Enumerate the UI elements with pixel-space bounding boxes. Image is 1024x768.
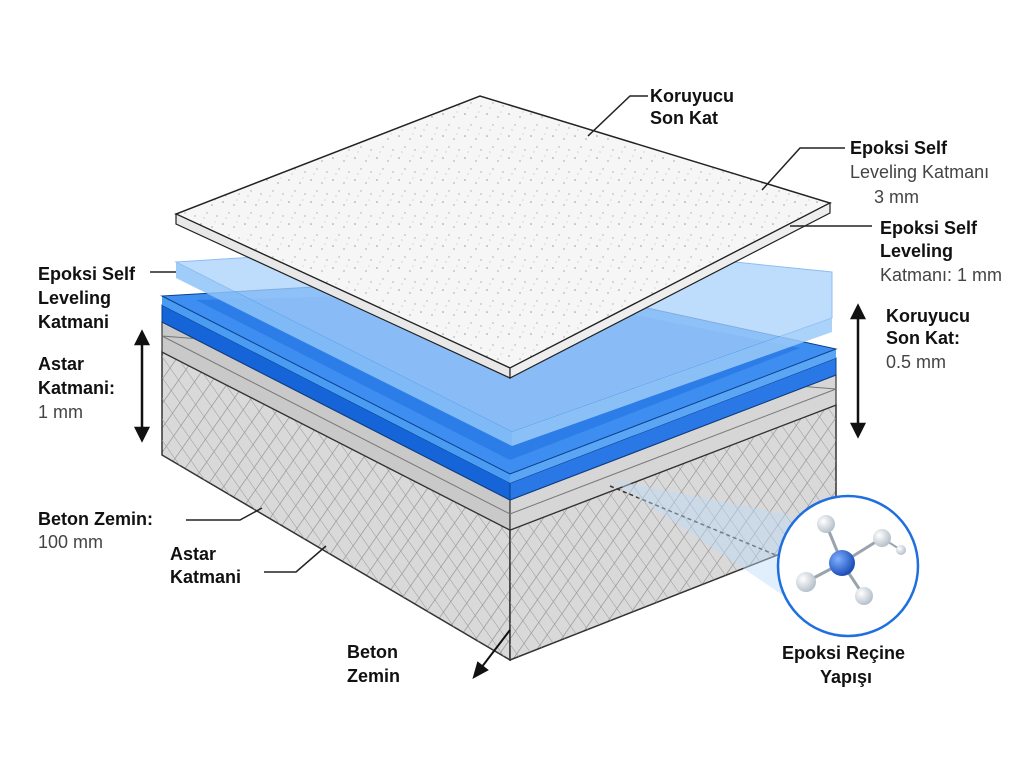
label-top-coat-right: Koruyucu Son Kat: 0.5 mm — [886, 306, 975, 372]
label-self-level-upper-right: Epoksi Self Leveling Katmanı 3 mm — [850, 138, 994, 207]
molecule-icon — [796, 515, 906, 605]
concrete-base-layer — [161, 350, 837, 662]
leader-lines — [150, 95, 872, 573]
up-down-arrow-icon — [133, 329, 151, 443]
label-primer-bottom: Astar Katmani — [170, 544, 241, 587]
label-self-level-left: Epoksi Self Leveling Katmani — [38, 264, 140, 332]
label-top-coat-top: Koruyucu Son Kat — [650, 86, 739, 128]
label-resin-structure: Epoksi Reçine Yapışı — [782, 643, 910, 687]
label-concrete-left: Beton Zemin: 100 mm — [38, 509, 158, 552]
label-primer-left: Astar Katmani: 1 mm — [38, 354, 120, 422]
label-concrete-bottom: Beton Zemin — [347, 642, 403, 686]
top-coat-layer — [174, 95, 832, 379]
label-self-level-lower-right: Epoksi Self Leveling Katmanı: 1 mm — [880, 218, 1002, 285]
up-down-arrow-icon — [849, 303, 867, 439]
down-arrow-icon — [472, 629, 511, 680]
